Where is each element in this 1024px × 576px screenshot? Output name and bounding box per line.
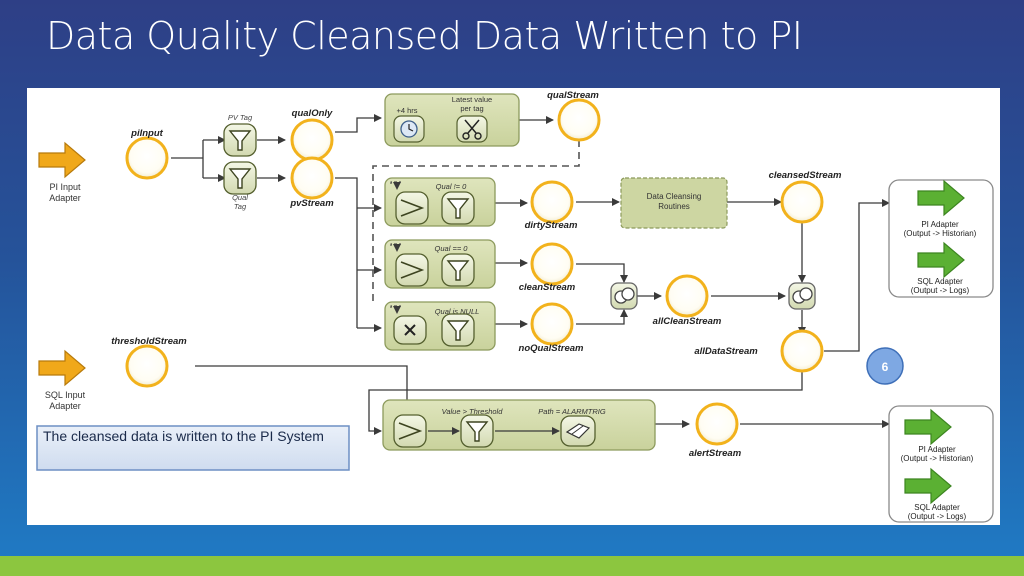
qual-null-operator: Qual is NULL [384, 301, 496, 351]
sql-adapter-label-2: (Output -> Logs) [911, 286, 970, 295]
pi-adapter-label-1: PI Adapter [918, 445, 956, 454]
diagram-panel: PI Input Adapter SQL Input Adapter piInp… [27, 88, 1000, 525]
pi-input-adapter: PI Input Adapter [38, 142, 86, 203]
stream-qualOnly-label: qualOnly [292, 108, 333, 119]
footer-accent-bar [0, 556, 1024, 576]
stream-qualStream-label: qualStream [547, 90, 599, 101]
funnel-icon [223, 123, 257, 157]
connector-lines [171, 114, 890, 435]
data-cleansing-label-2: Routines [658, 202, 690, 211]
pv-tag-filter: PV Tag [223, 113, 257, 157]
slide-title: Data Quality Cleansed Data Written to PI [46, 14, 803, 58]
stream-thresholdStream-label: thresholdStream [111, 336, 187, 347]
data-cleansing-label-1: Data Cleansing [647, 192, 702, 201]
clock-icon [393, 115, 425, 143]
qual-eq-0-label: Qual == 0 [435, 244, 469, 253]
stream-allCleanStream-label: allCleanStream [653, 316, 722, 327]
stream-pvStream: pvStream [289, 156, 334, 209]
pi-input-arrow-icon [38, 142, 86, 178]
stream-dirtyStream-label: dirtyStream [525, 220, 578, 231]
union-icon [610, 282, 638, 310]
pi-input-label-1: PI Input [49, 182, 81, 192]
pv-tag-label: PV Tag [228, 113, 253, 122]
join-icon [393, 414, 427, 448]
dashed-feedback-line [372, 140, 580, 306]
note-box [36, 425, 350, 471]
step-number-badge: 6 [866, 347, 904, 385]
stream-cleanStream: cleanStream [519, 242, 576, 293]
union-icon [788, 282, 816, 310]
step-number-text: 6 [882, 360, 889, 374]
sql-adapter-label-1: SQL Adapter [917, 277, 963, 286]
stream-qualStream: qualStream [547, 90, 601, 142]
funnel-icon [441, 253, 475, 287]
sql-adapter-label-1: SQL Adapter [914, 503, 960, 512]
sql-input-label-2: Adapter [49, 401, 81, 411]
output-panel-bottom: PI Adapter (Output -> Historian) SQL Ada… [888, 405, 994, 523]
qual-ne-0-operator: Qual != 0 [384, 177, 496, 227]
stream-piInput: piInput [125, 128, 169, 180]
qual-eq-0-operator: Qual == 0 [384, 239, 496, 289]
sql-input-label-1: SQL Input [45, 390, 86, 400]
cross-icon [393, 315, 427, 345]
qual-tag-label-2: Tag [234, 202, 247, 211]
latest-value-label-1: Latest value [452, 95, 492, 104]
stream-cleansedStream: cleansedStream [769, 170, 842, 224]
sql-adapter-label-2: (Output -> Logs) [908, 512, 967, 521]
stream-dirtyStream: dirtyStream [525, 180, 578, 231]
path-router-icon [560, 415, 596, 447]
note-text: The cleansed data is written to the PI S… [43, 428, 324, 444]
scissors-icon [456, 115, 488, 143]
funnel-icon [460, 414, 494, 448]
stream-cleanStream-label: cleanStream [519, 282, 576, 293]
qual-ne-0-label: Qual != 0 [436, 182, 467, 191]
pi-input-label-2: Adapter [49, 193, 81, 203]
qual-tag-filter: Qual Tag [223, 161, 257, 211]
stream-noQualStream: noQualStream [519, 302, 584, 354]
pi-adapter-label-2: (Output -> Historian) [901, 454, 974, 463]
plus-4hrs-label: +4 hrs [396, 106, 417, 115]
stream-allCleanStream: allCleanStream [653, 274, 722, 327]
stream-pvStream-label: pvStream [289, 198, 334, 209]
threshold-alarm-operator: Value > Threshold Path = ALARMTRIG [382, 399, 656, 451]
stream-allDataStream-label: allDataStream [694, 346, 758, 357]
latest-value-operator: +4 hrs Latest value per tag [384, 93, 520, 147]
funnel-icon [223, 161, 257, 195]
stream-qualOnly: qualOnly [290, 108, 334, 162]
pi-adapter-label-2: (Output -> Historian) [904, 229, 977, 238]
stream-thresholdStream: thresholdStream [111, 336, 187, 388]
stream-alertStream: alertStream [689, 402, 742, 459]
sql-input-adapter: SQL Input Adapter [38, 350, 86, 411]
sql-input-arrow-icon [38, 350, 86, 386]
output-panel-top: PI Adapter (Output -> Historian) SQL Ada… [888, 179, 994, 298]
join-icon [395, 253, 429, 287]
funnel-icon [441, 313, 475, 347]
latest-value-label-2: per tag [460, 104, 483, 113]
join-icon [395, 191, 429, 225]
path-alarm-label: Path = ALARMTRIG [538, 407, 606, 416]
qual-tag-label-1: Qual [232, 193, 248, 202]
stream-piInput-label: piInput [130, 128, 163, 139]
stream-noQualStream-label: noQualStream [519, 343, 584, 354]
data-cleansing-routines: Data Cleansing Routines [620, 177, 728, 229]
stream-alertStream-label: alertStream [689, 448, 742, 459]
value-threshold-label: Value > Threshold [442, 407, 504, 416]
stream-cleansedStream-label: cleansedStream [769, 170, 842, 181]
stream-allDataStream: allDataStream [694, 329, 824, 373]
funnel-icon [441, 191, 475, 225]
qual-null-label: Qual is NULL [435, 307, 480, 316]
pi-adapter-label-1: PI Adapter [921, 220, 959, 229]
